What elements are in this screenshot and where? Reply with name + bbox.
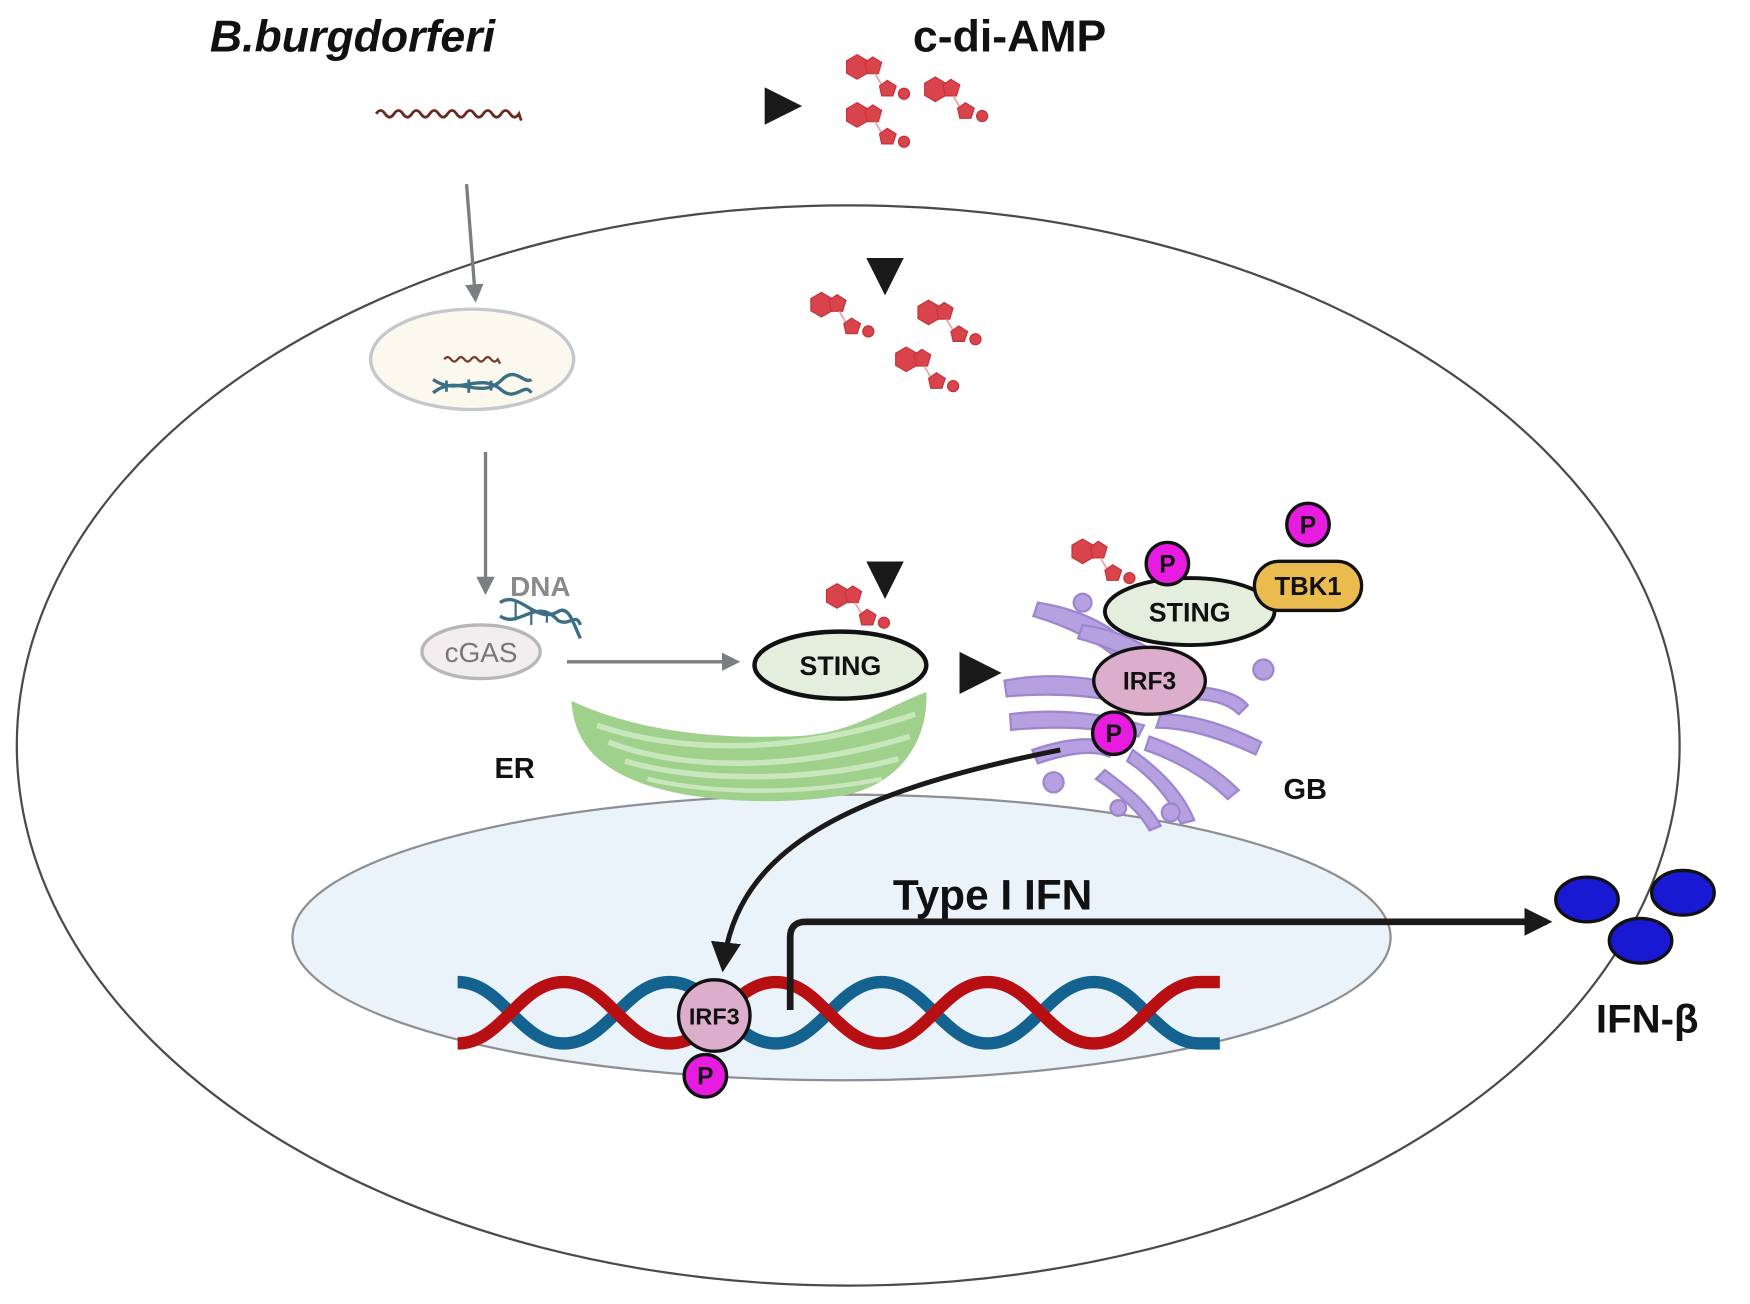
er-label: ER bbox=[494, 753, 534, 785]
phospho-irf3-nucleus: P bbox=[682, 1052, 729, 1099]
golgi-label: GB bbox=[1283, 774, 1327, 806]
phospho-sting: P bbox=[1144, 540, 1191, 587]
sting-golgi-protein: STING bbox=[1102, 576, 1277, 647]
cdiamp-bound-golgi bbox=[1071, 538, 1136, 585]
cgas-protein: cGAS bbox=[420, 623, 542, 681]
dna-icon bbox=[499, 598, 582, 640]
cgas-label: cGAS bbox=[445, 637, 518, 668]
phospho-label: P bbox=[1300, 512, 1316, 539]
cdiamp-molecules-extracellular bbox=[845, 53, 989, 149]
irf3-golgi-label: IRF3 bbox=[1123, 669, 1176, 696]
phospho-label: P bbox=[697, 1064, 713, 1091]
irf3-nucleus-label: IRF3 bbox=[689, 1003, 740, 1029]
spirochete-icon bbox=[374, 109, 523, 121]
phospho-label: P bbox=[1159, 551, 1175, 578]
sting-golgi-label: STING bbox=[1149, 598, 1231, 628]
sting-er-protein: STING bbox=[752, 629, 929, 701]
endoplasmic-reticulum bbox=[571, 691, 927, 802]
ifn-beta-molecules bbox=[1554, 868, 1716, 965]
arrow-irf3-to-nucleus bbox=[710, 747, 1061, 973]
type1-ifn-label: Type I IFN bbox=[893, 872, 1092, 919]
cdiamp-label: c-di-AMP bbox=[913, 12, 1106, 61]
nucleus bbox=[291, 793, 1392, 1082]
dna-label: DNA bbox=[510, 571, 570, 602]
bacterium-label: B.burgdorferi bbox=[210, 12, 497, 61]
phospho-irf3-golgi: P bbox=[1090, 710, 1137, 757]
genomic-dna-helix bbox=[457, 975, 1220, 1050]
phospho-tbk1: P bbox=[1285, 501, 1331, 548]
cell-membrane bbox=[15, 204, 1681, 1287]
phospho-label: P bbox=[1106, 721, 1122, 748]
irf3-golgi-protein: IRF3 bbox=[1092, 645, 1208, 716]
arrow-transcription-to-ifn bbox=[786, 907, 1553, 1010]
tbk1-label: TBK1 bbox=[1275, 573, 1342, 601]
sting-er-label: STING bbox=[800, 651, 882, 681]
ifn-beta-label: IFN-β bbox=[1596, 996, 1699, 1041]
cdiamp-bound-er bbox=[825, 582, 891, 630]
phagosome bbox=[368, 307, 576, 412]
arrow-bacterium-to-vesicle bbox=[464, 184, 484, 303]
cdiamp-molecules-cytosol bbox=[809, 291, 982, 393]
irf3-nucleus-protein: IRF3 bbox=[676, 978, 752, 1053]
tbk1-protein: TBK1 bbox=[1252, 559, 1364, 613]
